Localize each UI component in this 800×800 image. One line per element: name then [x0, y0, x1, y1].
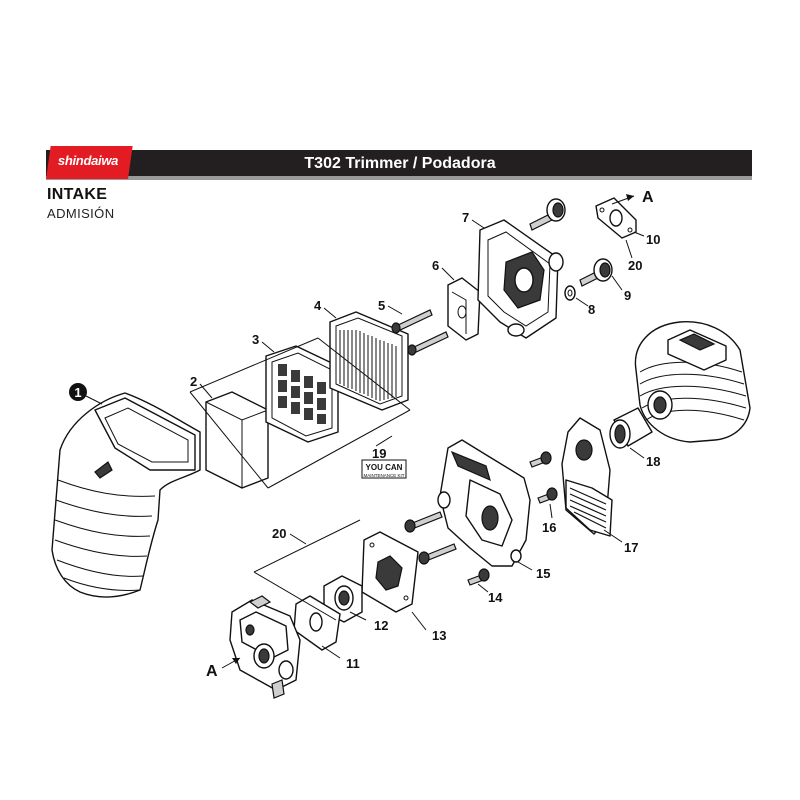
callout-11: 11	[346, 656, 360, 671]
callout-20-left: 20	[272, 526, 286, 541]
part-8-washer	[564, 285, 576, 301]
leader-lines	[85, 219, 645, 659]
cylinder-assembly	[634, 321, 751, 443]
callout-20-top: 20	[628, 258, 642, 273]
callout-4: 4	[314, 298, 322, 313]
kit-badge-line1: YOU CAN	[366, 463, 403, 472]
part-4-air-filter	[329, 311, 409, 411]
part-3-filter-frame	[265, 345, 339, 443]
part-14-bolts	[404, 511, 490, 586]
part-5-screws	[391, 309, 449, 356]
callout-7: 7	[462, 210, 469, 225]
part-13-gasket	[361, 531, 419, 613]
part-7-air-cleaner-base	[477, 219, 564, 339]
callout-5: 5	[378, 298, 385, 313]
callout-3: 3	[252, 332, 259, 347]
part-18-intake-elbow	[609, 407, 653, 449]
part-1-air-cleaner-cover	[51, 392, 201, 598]
part-15-bracket	[437, 439, 531, 567]
callout-8: 8	[588, 302, 595, 317]
ref-arrow-a-left	[221, 657, 241, 669]
kit-19-outline	[189, 337, 411, 489]
callout-17: 17	[624, 540, 638, 555]
callout-6: 6	[432, 258, 439, 273]
part-16-bolts	[529, 451, 558, 504]
section-title: INTAKE	[47, 186, 108, 203]
callout-16: 16	[542, 520, 556, 535]
part-17-insulator	[561, 417, 613, 537]
callout-13: 13	[432, 628, 446, 643]
ref-arrow-a-top	[611, 194, 635, 205]
svg-text:1: 1	[74, 385, 81, 400]
brand-logo-text: shindaiwa	[57, 153, 119, 168]
callout-12: 12	[374, 618, 388, 633]
part-9-knob	[579, 258, 613, 287]
part-6-gasket	[447, 277, 481, 341]
callout-15: 15	[536, 566, 550, 581]
callout-19: 19	[372, 446, 386, 461]
part-2-pre-filter	[205, 391, 269, 489]
callout-10: 10	[646, 232, 660, 247]
header-bar	[46, 150, 752, 177]
header-accent-stripe	[46, 176, 752, 180]
page-title: T302 Trimmer / Podadora	[304, 155, 496, 172]
carburetor	[229, 595, 301, 699]
callout-a-top: A	[642, 189, 654, 206]
callout-14: 14	[488, 590, 503, 605]
choke-knob-part	[529, 198, 566, 231]
callout-a-left: A	[206, 663, 218, 680]
callout-9: 9	[624, 288, 631, 303]
callout-2: 2	[190, 374, 197, 389]
section-subtitle: ADMISIÓN	[47, 206, 115, 221]
callout-18: 18	[646, 454, 660, 469]
kit-20-outline	[253, 519, 361, 621]
you-can-maintenance-kit-badge: YOU CAN MAINTENANCE KIT	[361, 459, 407, 479]
part-10-gasket	[595, 197, 637, 239]
kit-badge-line2: MAINTENANCE KIT	[363, 473, 404, 478]
callout-1: 1	[69, 383, 87, 401]
